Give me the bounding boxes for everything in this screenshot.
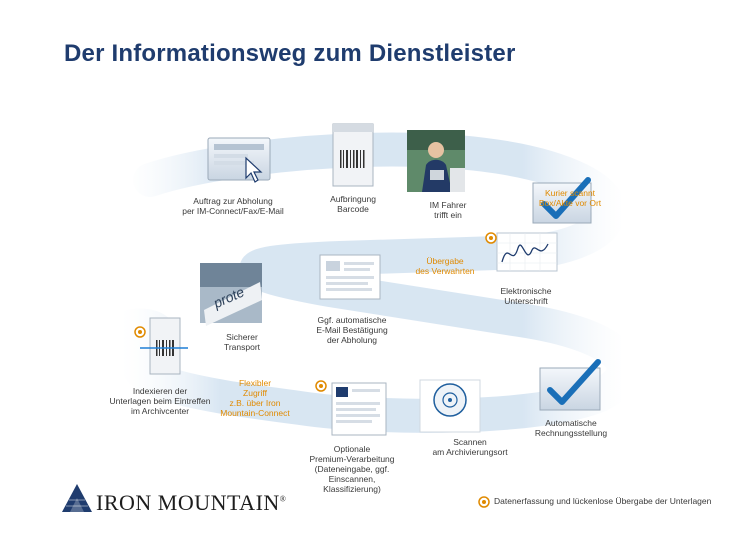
step-label-indexing: Indexieren der Unterlagen beim Eintreffe…	[109, 386, 211, 416]
step-label-courier: Kurier scannt Box/Akte vor Ort	[538, 188, 602, 208]
step-label-confirmation: Ggf. automatische E-Mail Bestätigung der…	[316, 315, 388, 345]
page-title: Der Informationsweg zum Dienstleister	[64, 40, 516, 67]
legend: Datenerfassung und lückenlose Übergabe d…	[478, 495, 738, 509]
scanning-disc-icon	[419, 379, 481, 433]
step-label-handover: Übergabe des Verwahrten	[415, 256, 475, 276]
iron-mountain-logo: IRON MOUNTAIN®	[60, 478, 290, 518]
logo-wordmark: IRON MOUNTAIN®	[96, 490, 287, 515]
courier-check-icon	[532, 177, 592, 224]
flow-band	[103, 132, 641, 433]
step-label-premium: Optionale Premium-Verarbeitung (Datenein…	[309, 444, 395, 494]
driver-photo	[407, 130, 465, 192]
step-label-order: Auftrag zur Abholung per IM-Connect/Fax/…	[182, 196, 284, 216]
data-capture-marker-handover	[485, 232, 497, 244]
data-capture-legend-icon	[478, 496, 490, 508]
transport-truck-photo: prote	[200, 263, 262, 326]
mountain-logo-icon	[62, 484, 92, 512]
step-label-access: Flexibler Zugriff z.B. über Iron Mountai…	[220, 378, 290, 418]
access-screen-icon	[331, 382, 387, 436]
step-label-transport: Sicherer Transport	[223, 332, 261, 352]
data-capture-marker-indexing	[134, 326, 146, 338]
indexing-box-icon	[140, 317, 188, 375]
step-label-driver: IM Fahrer trifft ein	[429, 200, 467, 220]
signature-pad-icon	[496, 232, 558, 272]
handover-document-icon	[319, 254, 381, 300]
step-label-signature: Elektronische Unterschrift	[500, 286, 552, 306]
legend-text: Datenerfassung und lückenlose Übergabe d…	[494, 496, 712, 506]
step-label-barcode: Aufbringung Barcode	[330, 194, 376, 214]
step-label-scanning: Scannen am Archivierungsort	[432, 437, 508, 457]
data-capture-marker-access	[315, 380, 327, 392]
order-computer-icon	[207, 137, 271, 183]
barcode-box-icon	[332, 123, 374, 187]
step-label-billing: Automatische Rechnungsstellung	[534, 418, 608, 438]
billing-check-icon	[539, 359, 601, 411]
